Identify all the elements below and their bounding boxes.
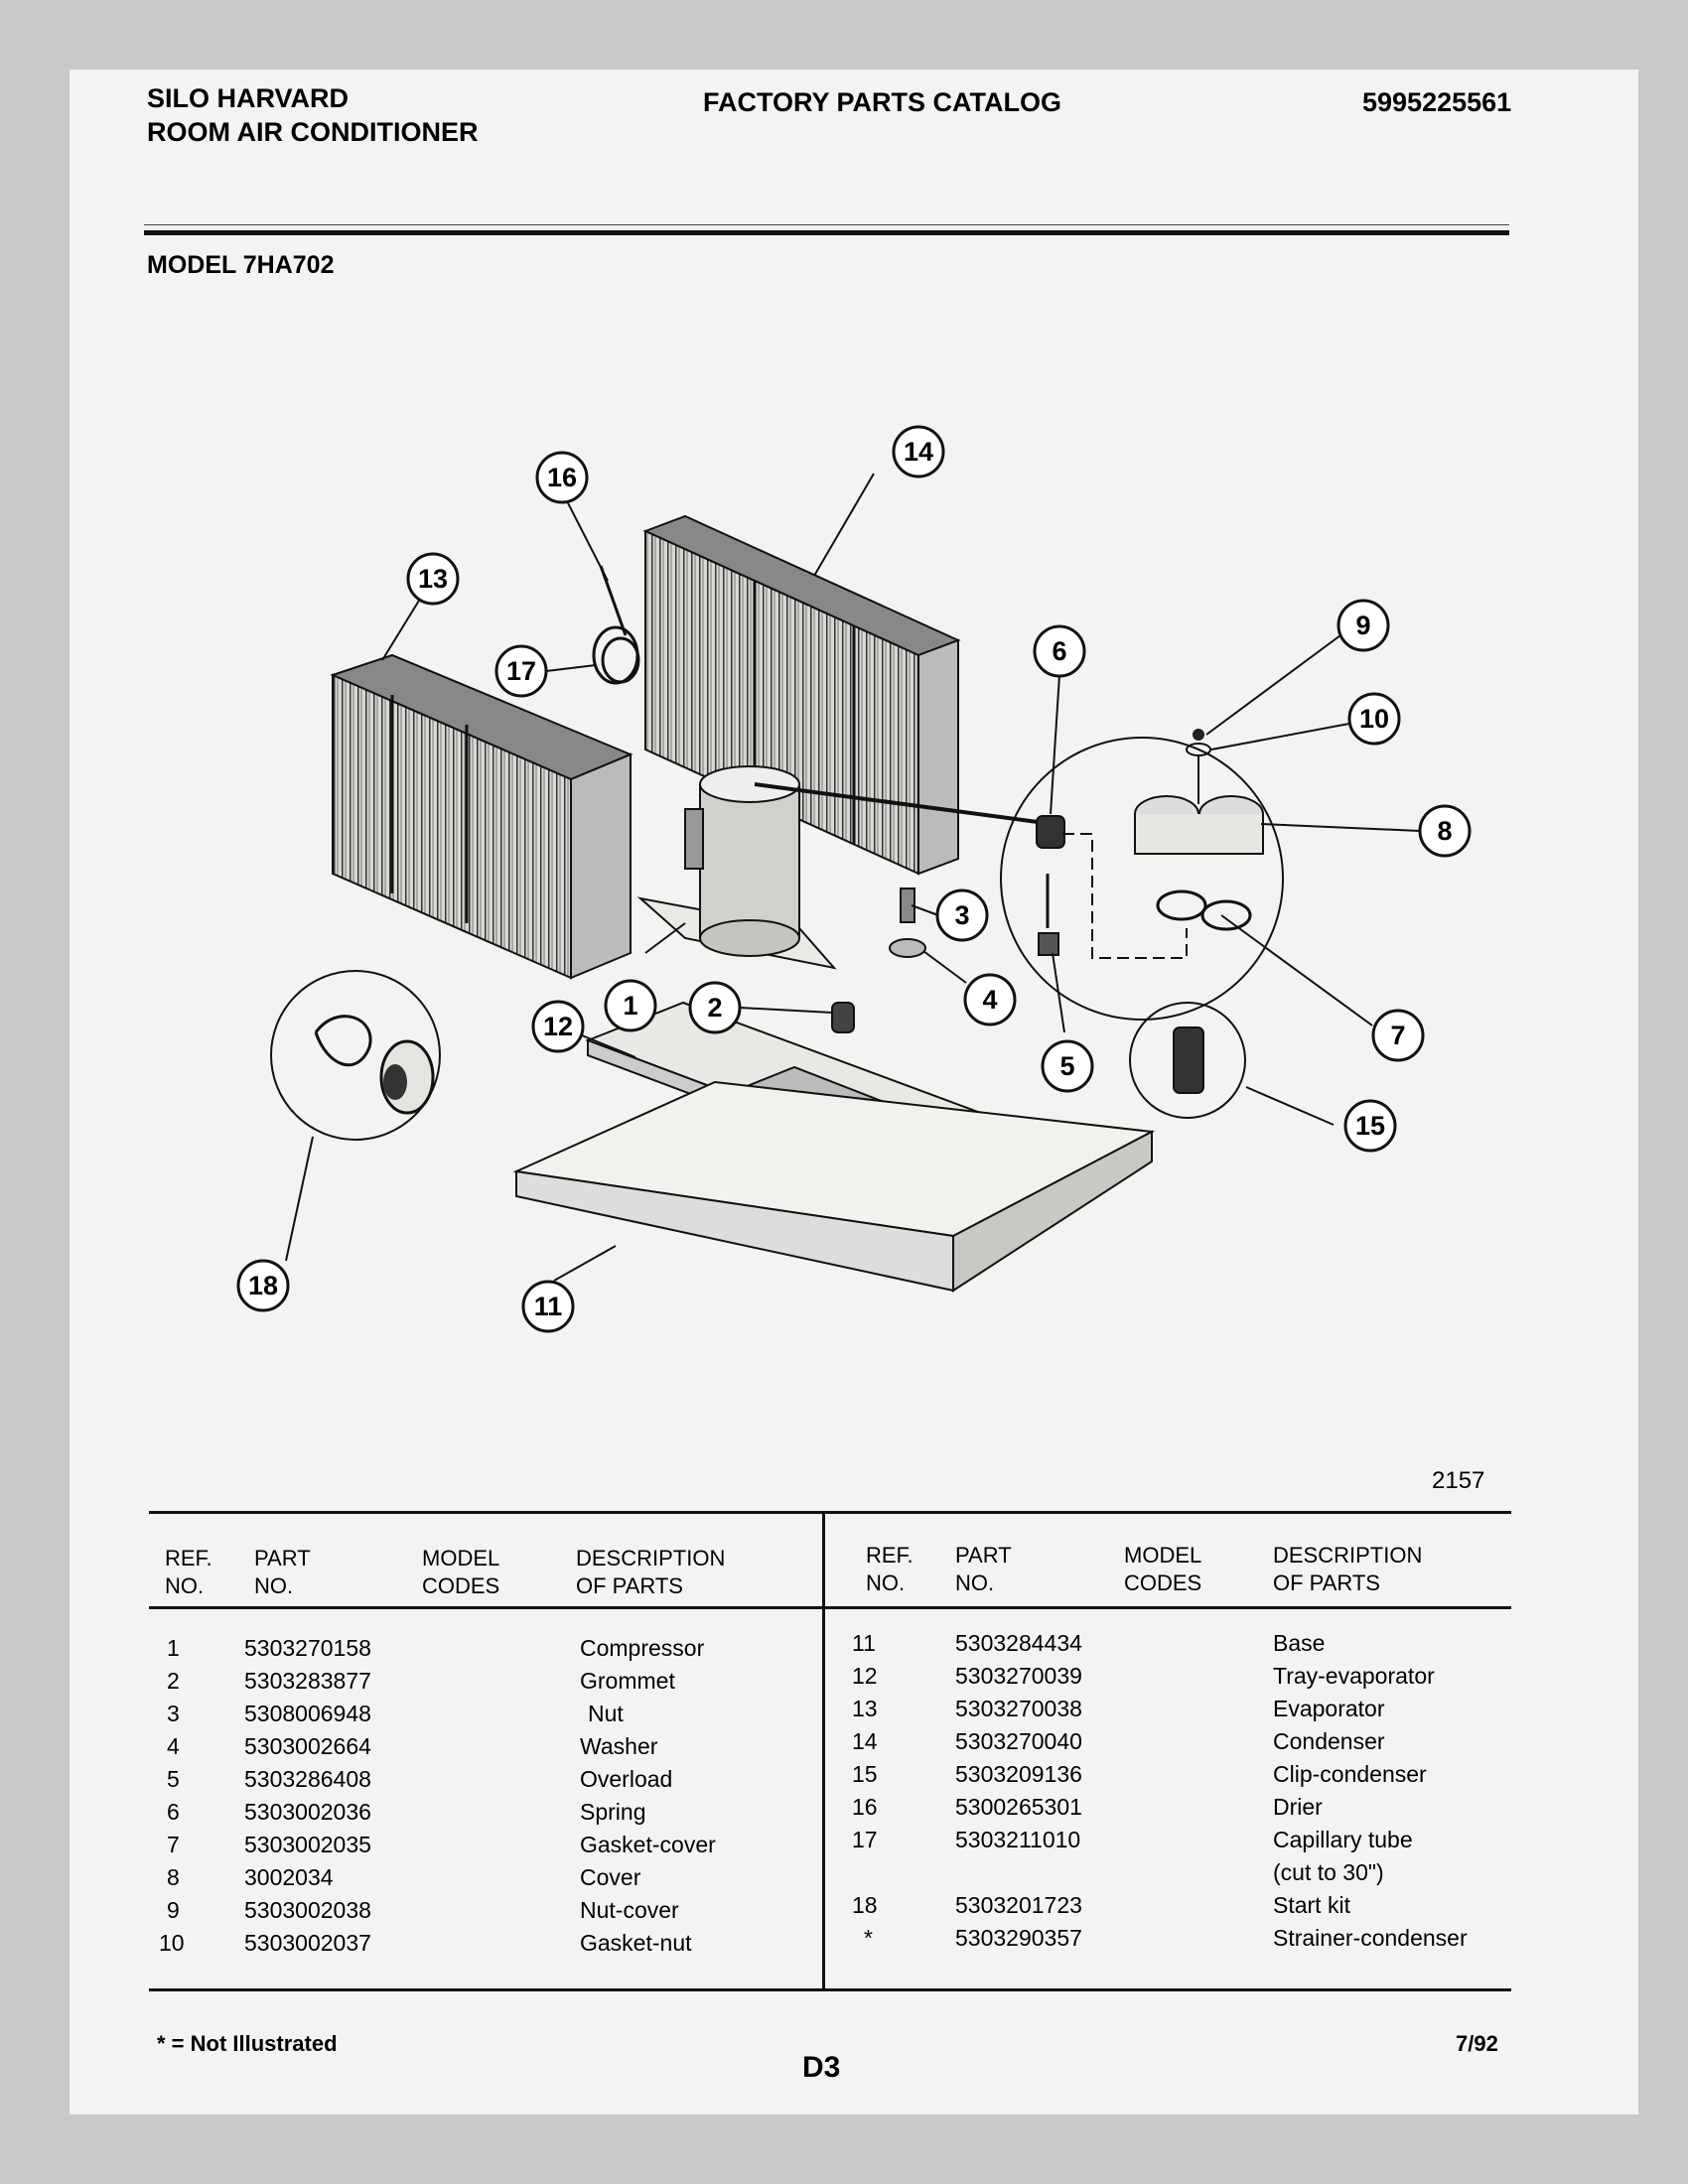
callout-5: 5 bbox=[1041, 1039, 1094, 1093]
header-rule-thick bbox=[144, 230, 1509, 235]
callout-2: 2 bbox=[688, 981, 742, 1034]
catalog-number: 5995225561 bbox=[1362, 87, 1512, 117]
svg-text:11: 11 bbox=[534, 1292, 563, 1321]
svg-text:6: 6 bbox=[1052, 636, 1066, 666]
base-pan bbox=[512, 1080, 1156, 1293]
callout-3: 3 bbox=[935, 888, 989, 942]
svg-text:4: 4 bbox=[982, 985, 997, 1015]
table-top-rule bbox=[149, 1511, 1511, 1514]
svg-text:18: 18 bbox=[248, 1271, 278, 1300]
not-illustrated-note: * = Not Illustrated bbox=[157, 2031, 338, 2056]
callout-17: 17 bbox=[494, 644, 548, 698]
overload-cover-detail bbox=[1000, 729, 1284, 1021]
svg-text:15: 15 bbox=[1355, 1111, 1385, 1141]
header-rule-thin bbox=[144, 224, 1509, 225]
svg-text:7: 7 bbox=[1390, 1021, 1405, 1050]
page-number: D3 bbox=[802, 2051, 841, 2084]
catalog-title: FACTORY PARTS CATALOG bbox=[703, 87, 1062, 117]
svg-text:9: 9 bbox=[1355, 611, 1370, 640]
callout-12: 12 bbox=[531, 1000, 585, 1053]
revision-date: 7/92 bbox=[1456, 2031, 1498, 2056]
callout-8: 8 bbox=[1418, 804, 1472, 858]
callout-9: 9 bbox=[1336, 599, 1390, 652]
mounting-hardware bbox=[831, 887, 926, 1033]
callout-14: 14 bbox=[892, 425, 945, 478]
callout-15: 15 bbox=[1343, 1099, 1397, 1153]
model-label: MODEL 7HA702 bbox=[147, 251, 335, 279]
svg-text:14: 14 bbox=[904, 437, 933, 467]
callout-1: 1 bbox=[604, 979, 657, 1032]
callout-16: 16 bbox=[535, 451, 589, 504]
svg-text:16: 16 bbox=[547, 463, 577, 492]
svg-text:8: 8 bbox=[1437, 816, 1452, 846]
callout-10: 10 bbox=[1347, 692, 1401, 746]
svg-text:3: 3 bbox=[954, 900, 969, 930]
callout-13: 13 bbox=[406, 552, 460, 606]
svg-text:1: 1 bbox=[623, 991, 637, 1021]
table-column-divider bbox=[822, 1513, 825, 1989]
brand-name: SILO HARVARD bbox=[147, 83, 350, 113]
callouts: 16 14 13 17 6 9 10 8 3 4 1 2 12 5 7 15 1… bbox=[236, 425, 1472, 1333]
callout-6: 6 bbox=[1033, 624, 1086, 678]
table-bottom-rule bbox=[149, 1988, 1511, 1991]
callout-7: 7 bbox=[1371, 1009, 1425, 1062]
clip-condenser-detail bbox=[1129, 1002, 1246, 1119]
svg-text:2: 2 bbox=[707, 993, 722, 1023]
evaporator-coil bbox=[330, 653, 633, 980]
svg-text:13: 13 bbox=[418, 564, 448, 594]
condenser-coil bbox=[642, 514, 961, 876]
compressor bbox=[636, 765, 1054, 970]
callout-18: 18 bbox=[236, 1259, 290, 1312]
header-ref-no: REF.NO. bbox=[165, 1546, 212, 1598]
svg-text:12: 12 bbox=[543, 1012, 573, 1041]
callout-leaders bbox=[285, 473, 1421, 1282]
capillary-tube bbox=[592, 565, 640, 685]
start-kit-detail bbox=[270, 970, 441, 1141]
header-ref-no-right: REF.NO. bbox=[866, 1543, 914, 1595]
svg-text:10: 10 bbox=[1359, 704, 1389, 734]
svg-text:5: 5 bbox=[1059, 1051, 1074, 1081]
product-type: ROOM AIR CONDITIONER bbox=[147, 117, 479, 147]
table-header-rule bbox=[149, 1606, 1511, 1609]
callout-4: 4 bbox=[963, 973, 1017, 1026]
figure-number: 2157 bbox=[1432, 1467, 1485, 1494]
svg-text:17: 17 bbox=[506, 656, 536, 686]
callout-11: 11 bbox=[521, 1280, 575, 1333]
